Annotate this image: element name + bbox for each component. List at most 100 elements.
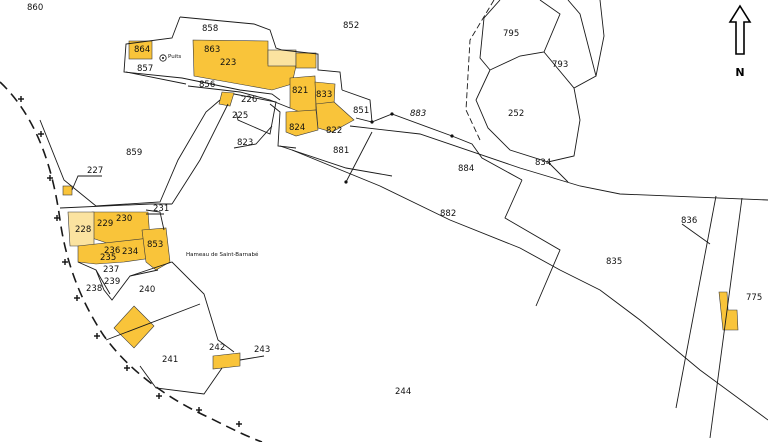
building-227 [62, 185, 73, 196]
well-icon [159, 54, 167, 62]
labels: 860 858 852 795 793 864 863 Puits 857 22… [27, 3, 762, 397]
parcel-label-835: 835 [606, 257, 622, 267]
boundary-823 [269, 103, 297, 149]
boundary-231 [145, 209, 165, 231]
parcel-label-860: 860 [27, 3, 43, 13]
boundary-241-244 [139, 365, 223, 395]
parcel-label-822: 822 [326, 126, 342, 136]
parcel-label-240: 240 [139, 285, 155, 295]
north-label: N [735, 66, 744, 79]
hamlet-label: Hameau de Saint-Barnabé [186, 251, 259, 258]
parcel-label-225: 225 [232, 111, 248, 121]
commune-boundary-line [0, 81, 263, 442]
boundary-857-858 [123, 16, 281, 101]
parcel-label-227: 227 [87, 166, 103, 176]
boundary-851 [341, 89, 373, 123]
boundary-hamlet-north [59, 203, 172, 209]
parcel-label-824: 824 [289, 123, 305, 133]
parcel-label-775: 775 [746, 293, 762, 303]
boundary-859 [39, 99, 221, 207]
boundary-240 [129, 261, 235, 353]
parcel-label-793: 793 [552, 60, 568, 70]
boundary-243-leader [239, 355, 265, 361]
parcel-label-856: 856 [199, 80, 215, 90]
parcel-label-223: 223 [220, 58, 236, 68]
boundary-road-north [187, 85, 291, 109]
parcel-label-821: 821 [292, 86, 308, 96]
parcel-label-237: 237 [103, 265, 119, 275]
parcel-label-234: 234 [122, 247, 138, 257]
parcel-label-244: 244 [395, 387, 411, 397]
parcel-label-238: 238 [86, 284, 102, 294]
parcel-label-882: 882 [440, 209, 456, 219]
parcel-label-883: 883 [410, 109, 426, 119]
boundary-793 [543, 0, 597, 89]
boundary-east-edge [595, 0, 605, 77]
boundary-881-882 [345, 131, 373, 183]
parcel-label-833: 833 [316, 90, 332, 100]
parcel-label-858: 858 [202, 24, 218, 34]
boundary-795 [479, 0, 561, 71]
buildings [62, 39, 739, 370]
boundary-834 [547, 161, 569, 183]
boundary-823-leader [233, 125, 273, 149]
parcel-label-226: 226 [241, 95, 257, 105]
parcel-label-231: 231 [153, 204, 169, 214]
parcel-label-230: 230 [116, 214, 132, 224]
building-824 [285, 109, 319, 137]
boundary-882-835 [504, 179, 561, 307]
boundary-859-road [171, 103, 229, 205]
boundary-main-road-south [291, 149, 768, 421]
parcel-boundaries [39, 0, 768, 439]
building-east-wing [295, 52, 317, 69]
building-226 [218, 91, 235, 107]
parcel-label-228: 228 [75, 225, 91, 235]
parcel-label-834: 834 [535, 158, 551, 168]
parcel-label-881: 881 [333, 146, 349, 156]
parcel-label-859: 859 [126, 148, 142, 158]
building-light-roof [267, 49, 297, 67]
north-arrow-icon [728, 4, 752, 55]
boundary-252 [475, 69, 581, 163]
parcel-label-242: 242 [209, 343, 225, 353]
parcel-label-851: 851 [353, 106, 369, 116]
boundary-road-south [279, 145, 393, 177]
building-864 [128, 40, 153, 60]
building-775 [718, 291, 739, 331]
parcel-label-836: 836 [681, 216, 697, 226]
boundary-227-leader [71, 175, 102, 191]
boundary-225 [233, 93, 277, 135]
boundary-856 [125, 71, 187, 85]
parcel-label-243: 243 [254, 345, 270, 355]
parcel-label-857: 857 [137, 64, 153, 74]
parcel-label-795: 795 [503, 29, 519, 39]
building-242 [212, 352, 241, 370]
parcel-label-236: 236 [104, 246, 120, 256]
parcel-label-863: 863 [204, 45, 220, 55]
boundary-north-block [179, 16, 343, 91]
track-nodes [344, 112, 454, 184]
parcel-label-853: 853 [147, 240, 163, 250]
parcel-label-823: 823 [237, 138, 253, 148]
parcel-label-235: 235 [100, 253, 116, 263]
well-label: Puits [168, 54, 181, 60]
commune-boundary [0, 81, 263, 442]
parcel-label-241: 241 [162, 355, 178, 365]
boundary-883-track [371, 113, 523, 181]
boundary-240-241 [105, 303, 201, 341]
parcel-label-229: 229 [97, 219, 113, 229]
building-853 [141, 227, 171, 271]
parcel-label-864: 864 [134, 45, 150, 55]
parcel-label-252: 252 [508, 109, 524, 119]
boundary-835-836 [675, 195, 717, 409]
boundary-836-775 [709, 197, 743, 439]
parcel-label-884: 884 [458, 164, 474, 174]
boundary-836-label-leader [681, 223, 711, 245]
boundary-main-road-north [349, 125, 768, 201]
dashed-path [465, 0, 495, 141]
parcel-label-239: 239 [104, 277, 120, 287]
parcel-label-852: 852 [343, 21, 359, 31]
boundary-crosses [18, 96, 242, 427]
